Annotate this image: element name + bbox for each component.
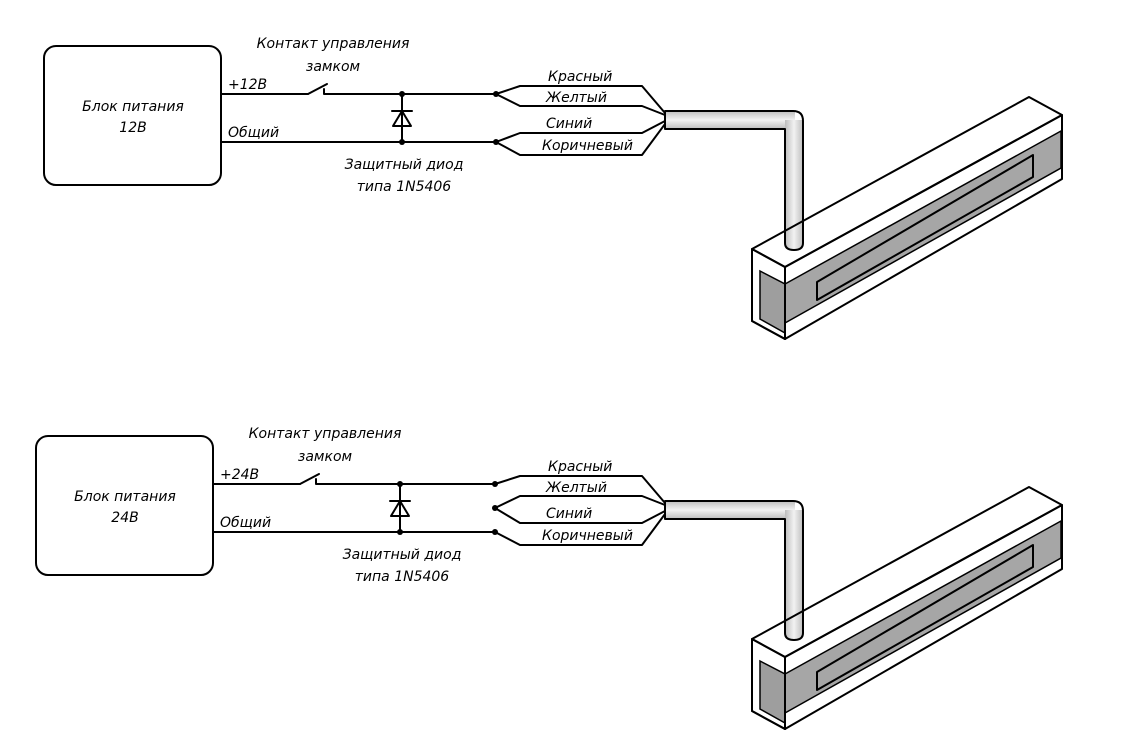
wire-blue — [494, 507, 666, 524]
common-label: Общий — [228, 125, 279, 141]
junction-dot — [397, 481, 403, 487]
wire-label-blue: Синий — [546, 116, 592, 132]
protection-diode — [391, 91, 413, 145]
junction-dot — [397, 529, 403, 535]
wire-label-red: Красный — [548, 459, 612, 475]
wire-brown — [495, 123, 666, 156]
electromagnetic-lock — [751, 96, 1063, 340]
wire-brown — [494, 513, 666, 546]
power-supply-title: Блок питания — [82, 99, 184, 115]
wire-blue — [495, 120, 666, 143]
wire-red — [494, 475, 666, 504]
plus-label: +24В — [220, 467, 259, 483]
diode-label-line2: типа 1N5406 — [357, 179, 452, 195]
diode-label-line1: Защитный диод — [343, 547, 462, 563]
power-supply-box — [43, 45, 222, 186]
switch-label-line2: замком — [298, 449, 353, 465]
wire-red — [495, 85, 666, 114]
protection-diode — [389, 481, 411, 535]
wire-label-yellow: Желтый — [545, 90, 607, 106]
switch-contact — [323, 88, 496, 95]
diode-label-line1: Защитный диод — [345, 157, 464, 173]
switch-contact — [315, 478, 496, 485]
switch-label-line1: Контакт управления — [249, 426, 402, 442]
plus-label: +12В — [228, 77, 267, 93]
junction-dot — [399, 91, 405, 97]
diagram-12v: Блок питания 12В +12В Общий Контакт упра… — [43, 36, 1063, 340]
switch-blade — [299, 473, 320, 485]
wire-label-red: Красный — [548, 69, 612, 85]
wire-label-yellow: Желтый — [545, 480, 607, 496]
diagram-24v: Блок питания 24В +24В Общий Контакт упра… — [35, 426, 1063, 730]
power-supply-block: Блок питания 24В — [35, 435, 214, 576]
power-supply-box — [35, 435, 214, 576]
wire-label-brown: Коричневый — [542, 528, 633, 544]
wire-yellow — [495, 93, 666, 116]
plus-wire — [220, 83, 496, 95]
wire-label-blue: Синий — [546, 506, 592, 522]
power-supply-voltage: 12В — [119, 120, 146, 136]
lock-cable — [664, 500, 804, 641]
wire-label-brown: Коричневый — [542, 138, 633, 154]
wire-harness: Красный Желтый Синий Коричневый — [492, 459, 666, 546]
electromagnetic-lock — [751, 486, 1063, 730]
junction-dot — [399, 139, 405, 145]
lock-cable — [664, 110, 804, 251]
common-label: Общий — [220, 515, 271, 531]
plus-wire — [212, 473, 496, 485]
switch-label-line1: Контакт управления — [257, 36, 410, 52]
wire-harness: Красный Желтый Синий Коричневый — [493, 69, 666, 156]
power-supply-voltage: 24В — [111, 510, 138, 526]
switch-label-line2: замком — [306, 59, 361, 75]
power-supply-block: Блок питания 12В — [43, 45, 222, 186]
diode-label-line2: типа 1N5406 — [355, 569, 450, 585]
switch-blade — [307, 83, 328, 95]
power-supply-title: Блок питания — [74, 489, 176, 505]
wire-yellow — [494, 495, 666, 509]
